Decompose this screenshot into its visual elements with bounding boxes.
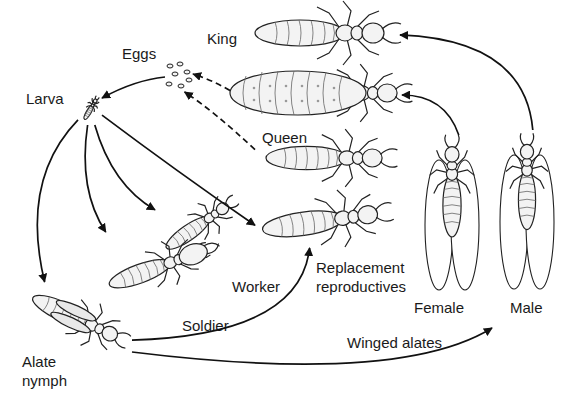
replacement-body bbox=[259, 183, 397, 258]
egg bbox=[186, 78, 192, 82]
drawing-part bbox=[285, 85, 288, 88]
alate-body bbox=[430, 135, 475, 237]
king-drawing bbox=[255, 1, 401, 65]
soldier-node: Soldier bbox=[100, 232, 215, 307]
drawing-part bbox=[333, 87, 336, 90]
stage-label: Female bbox=[414, 298, 464, 317]
cycle-arrow bbox=[37, 120, 78, 282]
larva-drawing bbox=[80, 94, 103, 123]
stage-label: Alate nymph bbox=[22, 352, 77, 390]
cycle-arrow bbox=[132, 248, 310, 340]
worker-node: Worker bbox=[155, 195, 240, 257]
stage-label: Queen bbox=[262, 128, 307, 147]
egg bbox=[184, 70, 190, 74]
drawing-part bbox=[317, 100, 320, 103]
drawing-part bbox=[301, 100, 304, 103]
stage-label: Male bbox=[510, 298, 543, 317]
replacement-node: Replacement reproductives bbox=[255, 140, 395, 248]
cycle-arrow bbox=[102, 115, 255, 225]
drawing-part bbox=[317, 85, 320, 88]
drawing-part bbox=[269, 85, 272, 88]
cycle-arrow bbox=[400, 35, 533, 130]
drawing-part bbox=[269, 100, 272, 103]
wing-pad bbox=[49, 309, 92, 336]
egg bbox=[178, 84, 184, 88]
cycle-arrow bbox=[185, 92, 255, 150]
alate-nymph-node: Alate nymph bbox=[20, 282, 132, 352]
drawing-part bbox=[333, 99, 336, 102]
larva-node: Larva bbox=[78, 95, 102, 125]
king-body bbox=[255, 1, 401, 65]
cycle-arrow bbox=[95, 125, 155, 210]
king-node: King bbox=[255, 10, 400, 58]
queen-node: Queen bbox=[230, 68, 402, 118]
drawing-part bbox=[301, 85, 304, 88]
stage-label: Eggs bbox=[122, 44, 156, 63]
queen-abdomen bbox=[230, 71, 366, 115]
drawing-part bbox=[506, 133, 548, 229]
soldier-body bbox=[102, 227, 217, 306]
nymph-body bbox=[23, 277, 138, 363]
queen-spots bbox=[253, 85, 336, 103]
drawing-part bbox=[430, 135, 475, 237]
male-alate-drawing bbox=[500, 133, 554, 289]
drawing-part bbox=[253, 99, 256, 102]
egg bbox=[177, 62, 183, 66]
stage-label: King bbox=[207, 29, 237, 48]
cycle-arrow bbox=[402, 95, 459, 135]
eggs-node: Eggs bbox=[165, 62, 193, 92]
drawing-part bbox=[285, 100, 288, 103]
female-alate-drawing bbox=[425, 135, 479, 290]
cycle-arrow bbox=[132, 328, 492, 364]
alate-nymph-drawing bbox=[23, 277, 138, 363]
egg bbox=[166, 82, 172, 86]
cycle-arrow bbox=[85, 125, 106, 232]
egg bbox=[172, 72, 178, 76]
replacement-lower-drawing bbox=[259, 183, 397, 258]
stage-label: Worker bbox=[232, 277, 280, 296]
soldier-head bbox=[176, 240, 210, 269]
eggs-drawing bbox=[166, 62, 192, 88]
stage-label: Larva bbox=[26, 89, 64, 108]
arrow-label: Winged alates bbox=[347, 333, 442, 352]
queen-segments bbox=[243, 71, 342, 115]
female-node: Female bbox=[418, 135, 486, 295]
male-node: Male bbox=[492, 130, 560, 328]
soldier-drawing bbox=[102, 223, 227, 306]
alate-body bbox=[506, 133, 548, 229]
stage-label: Replacement reproductives bbox=[316, 258, 416, 296]
egg bbox=[167, 64, 173, 68]
cycle-arrow bbox=[102, 77, 165, 98]
cycle-arrow bbox=[193, 74, 230, 91]
drawing-part bbox=[253, 87, 256, 90]
soldier-mandibles bbox=[204, 240, 221, 254]
queen-drawing bbox=[230, 64, 412, 122]
larva-body bbox=[80, 94, 103, 123]
